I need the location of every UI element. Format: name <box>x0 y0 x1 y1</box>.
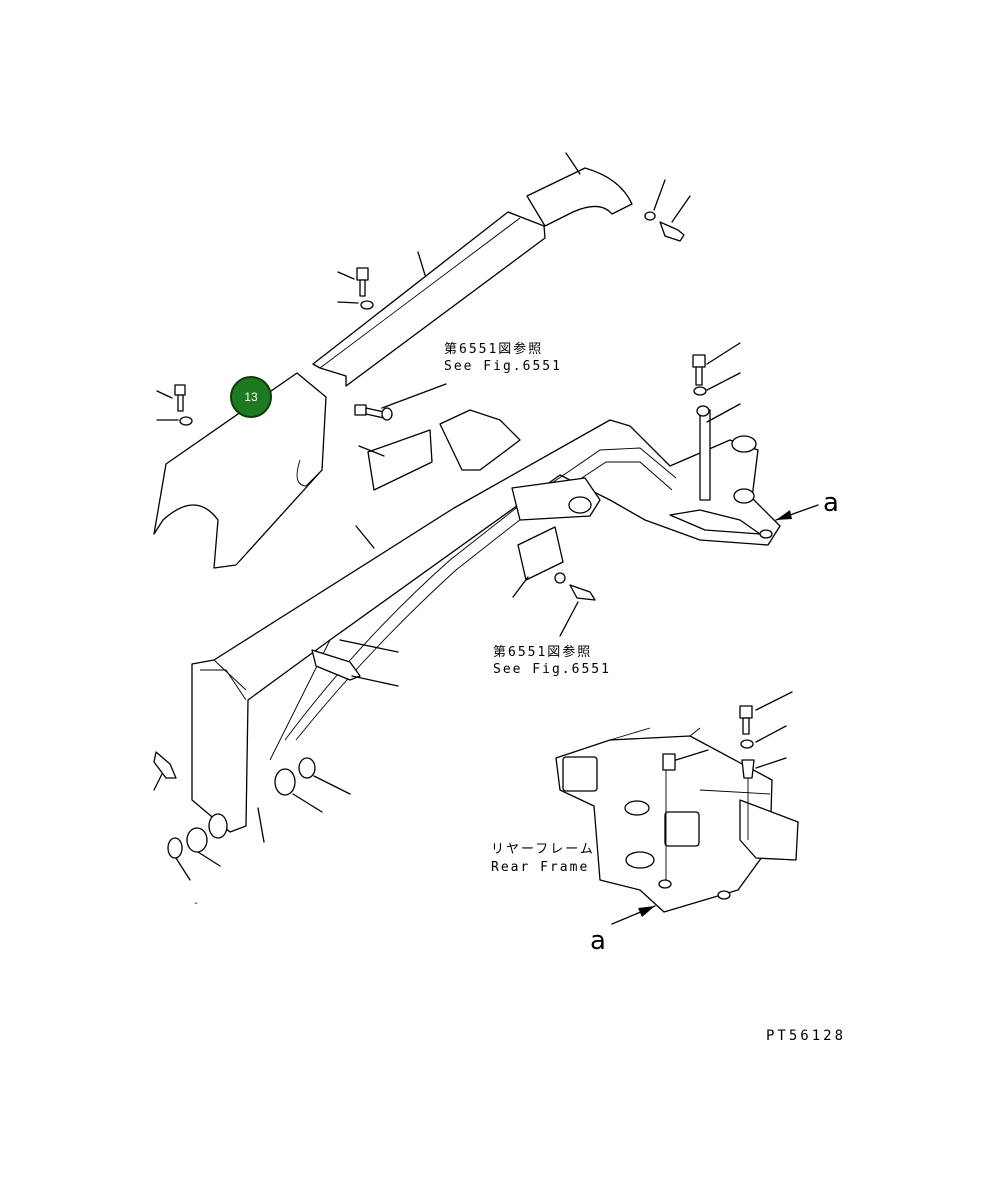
view-arrow-right <box>775 504 819 521</box>
part-callout-13[interactable]: 13 <box>230 376 272 418</box>
bolt-group-left <box>156 384 193 426</box>
drawing-code: PT56128 <box>766 1028 847 1044</box>
see-fig-jp-top: 第6551図参照 <box>444 342 544 357</box>
rear-top-cover <box>526 152 633 227</box>
see-fig-en-top: See Fig.6551 <box>444 359 562 374</box>
main-frame <box>191 409 781 833</box>
washers-left <box>167 813 228 881</box>
see-fig-en-bottom: See Fig.6551 <box>493 662 611 677</box>
view-marker-right: a <box>823 488 839 518</box>
spacer-plate-lower <box>512 526 564 598</box>
rear-frame-assembly <box>555 727 799 913</box>
grease-fitting <box>153 751 265 843</box>
view-arrow-bottom <box>611 905 656 925</box>
view-marker-bottom: a <box>590 926 606 956</box>
bolt-see-fig-upper <box>354 383 447 421</box>
spacer-plate-upper <box>358 429 433 491</box>
stray-mark: - <box>193 898 202 909</box>
long-top-cover <box>312 211 546 387</box>
bolt-see-fig-lower <box>554 572 596 637</box>
callout-number: 13 <box>244 390 258 404</box>
washers-right <box>274 757 351 813</box>
rear-frame-jp: リヤーフレーム <box>491 842 595 857</box>
rear-bolt-group <box>739 691 793 779</box>
rear-frame-en: Rear Frame <box>491 860 590 875</box>
left-cover <box>153 372 327 569</box>
pin-shaft <box>311 525 399 687</box>
bolt-group-mid <box>337 267 374 310</box>
bolt-group-right <box>692 342 741 423</box>
bolt-group-top-right <box>644 179 691 242</box>
see-fig-jp-bottom: 第6551図参照 <box>493 645 593 660</box>
